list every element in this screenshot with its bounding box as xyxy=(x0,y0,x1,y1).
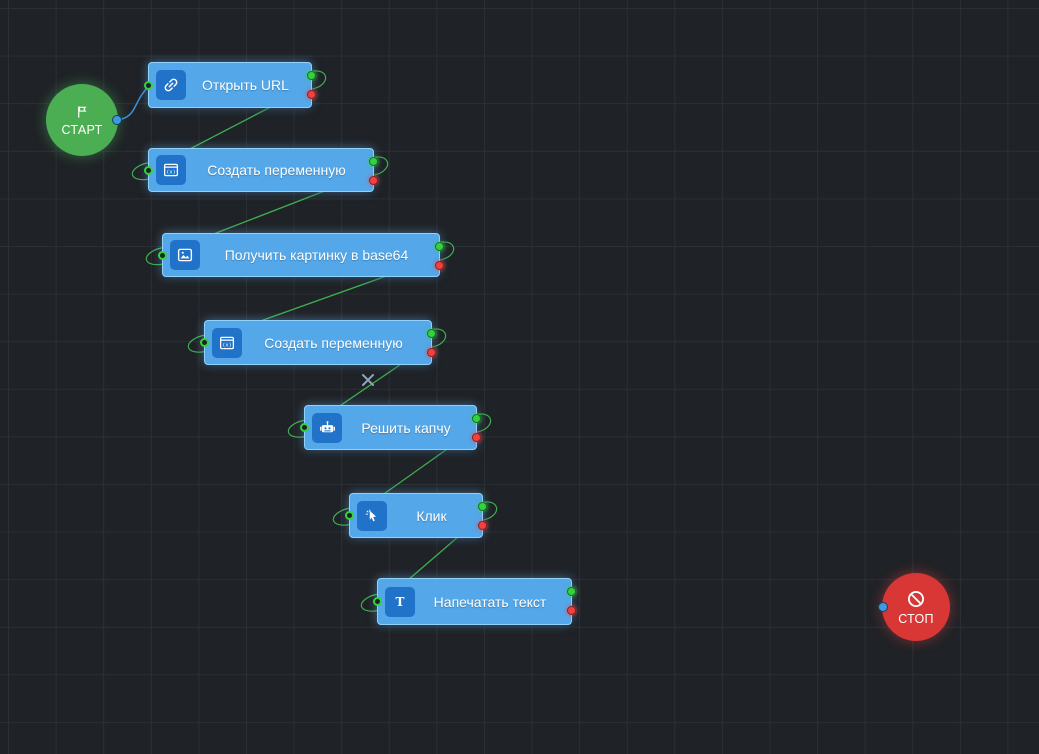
cursor-icon xyxy=(357,500,387,531)
node-open-url[interactable]: Открыть URL xyxy=(144,62,316,108)
flag-icon xyxy=(75,104,90,120)
fail-port[interactable] xyxy=(369,176,378,185)
input-port[interactable] xyxy=(373,597,382,606)
fail-port[interactable] xyxy=(427,348,436,357)
link-icon xyxy=(156,70,186,100)
stop-node[interactable]: СТОП xyxy=(878,573,950,641)
fail-port[interactable] xyxy=(435,261,444,270)
svg-text:(x): (x) xyxy=(166,170,175,176)
success-port[interactable] xyxy=(478,502,487,511)
input-port[interactable] xyxy=(300,423,309,432)
start-node[interactable]: СТАРТ xyxy=(46,84,122,156)
delete-connection-icon[interactable] xyxy=(362,374,374,386)
node-get-image-base64[interactable]: Получить картинку в base64 xyxy=(158,233,444,277)
start-output-port[interactable] xyxy=(112,115,122,125)
input-port[interactable] xyxy=(158,250,167,260)
start-label: СТАРТ xyxy=(61,122,103,137)
node-create-variable-2[interactable]: (x) Создать переменную xyxy=(200,320,436,365)
success-port[interactable] xyxy=(369,157,378,166)
success-port[interactable] xyxy=(567,587,576,596)
robot-icon xyxy=(312,412,342,443)
connection-wire xyxy=(117,85,150,121)
text-icon: T xyxy=(385,586,415,617)
node-create-variable-1[interactable]: (x) Создать переменную xyxy=(144,148,378,192)
node-label: Клик xyxy=(416,507,447,524)
success-port[interactable] xyxy=(427,329,436,338)
node-click[interactable]: Клик xyxy=(345,493,487,538)
fail-port[interactable] xyxy=(472,433,481,442)
success-port[interactable] xyxy=(472,414,481,423)
fail-port[interactable] xyxy=(478,521,487,530)
variable-icon: (x) xyxy=(212,327,242,358)
image-icon xyxy=(170,240,200,270)
fail-port[interactable] xyxy=(567,606,576,615)
input-port[interactable] xyxy=(345,511,354,520)
node-label: Открыть URL xyxy=(202,77,289,93)
node-label: Напечатать текст xyxy=(433,593,547,610)
input-port[interactable] xyxy=(144,165,153,175)
input-port[interactable] xyxy=(144,80,153,90)
fail-port[interactable] xyxy=(307,90,316,99)
variable-icon: (x) xyxy=(156,155,186,185)
stop-input-port[interactable] xyxy=(878,602,888,612)
node-solve-captcha[interactable]: Решить капчу xyxy=(300,405,481,450)
input-port[interactable] xyxy=(200,338,209,347)
node-label: Решить капчу xyxy=(361,419,451,436)
success-port[interactable] xyxy=(307,71,316,80)
success-port[interactable] xyxy=(435,242,444,251)
node-label: Получить картинку в base64 xyxy=(224,247,409,263)
svg-text:(x): (x) xyxy=(222,342,231,348)
stop-icon xyxy=(906,589,926,609)
node-label: Создать переменную xyxy=(264,334,403,351)
svg-text:T: T xyxy=(396,594,405,608)
node-label: Создать переменную xyxy=(207,162,346,178)
stop-label: СТОП xyxy=(898,611,934,626)
node-type-text[interactable]: T Напечатать текст xyxy=(373,578,576,625)
